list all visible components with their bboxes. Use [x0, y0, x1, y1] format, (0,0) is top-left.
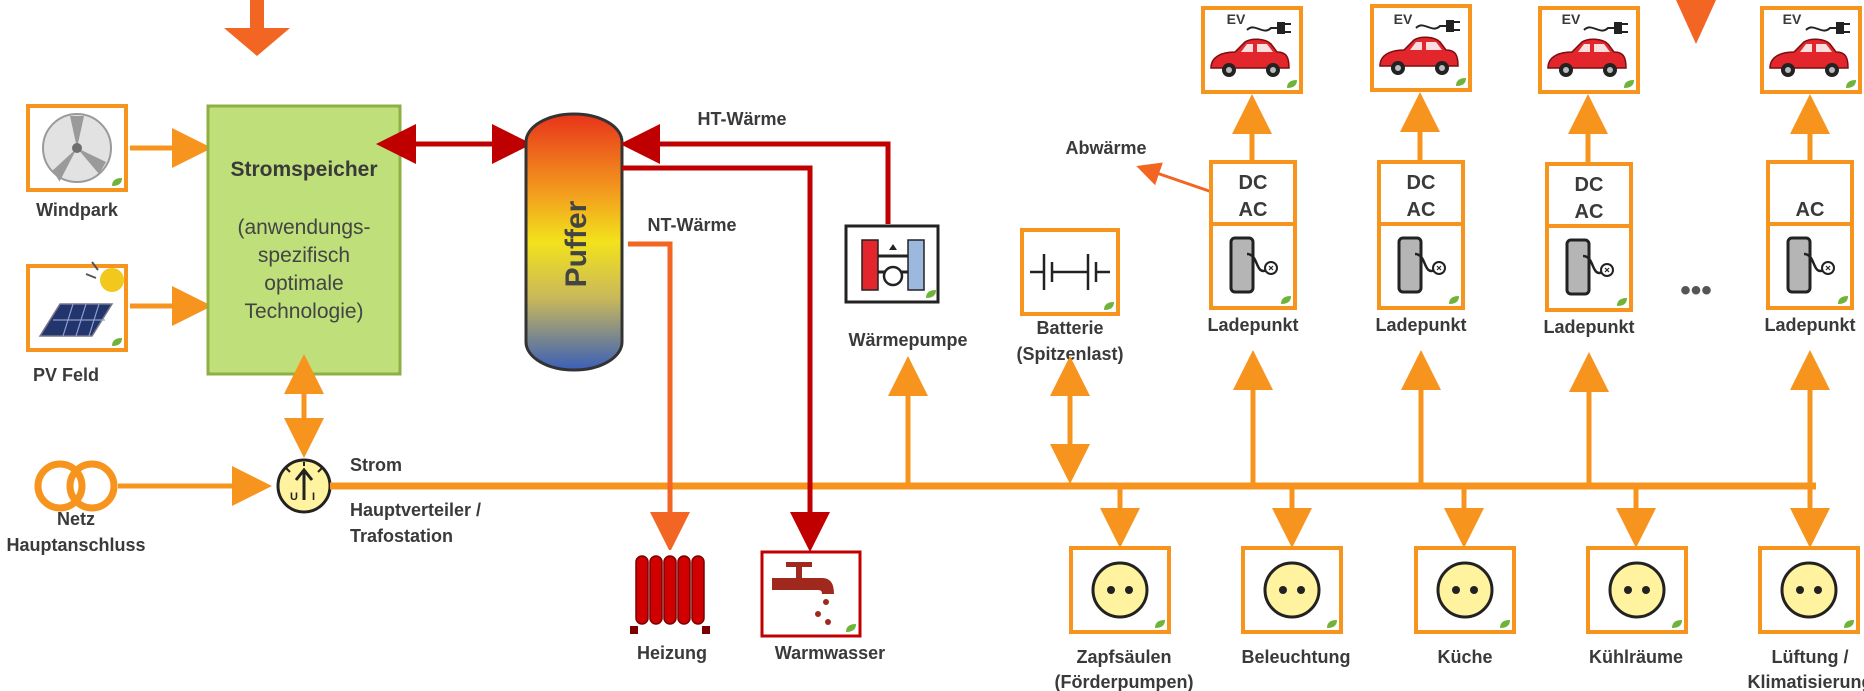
consumer-zapfsaeulen: Zapfsäulen (Förderpumpen): [1055, 489, 1194, 691]
incoming-arrow-left: [224, 0, 290, 56]
ladepunkt-label: Ladepunkt: [1764, 315, 1855, 335]
consumer-label-line2: (Förderpumpen): [1055, 672, 1194, 691]
abwaerme-label: Abwärme: [1065, 138, 1146, 158]
consumer-lueftung: Lüftung / Klimatisierung: [1747, 489, 1864, 691]
consumer-label-line1: Beleuchtung: [1241, 647, 1350, 667]
charging-column-2: EV DC AC Ladepunkt: [1372, 6, 1470, 483]
pv-feld-label: PV Feld: [33, 365, 99, 385]
heatpump-to-puffer-arrow: [620, 124, 891, 224]
consumer-beleuchtung: Beleuchtung: [1241, 489, 1351, 667]
ev-badge: EV: [1227, 11, 1246, 27]
spitzenlast-label: (Spitzenlast): [1016, 344, 1123, 364]
warmwasser-label: Warmwasser: [775, 643, 885, 663]
ht-waerme-label: HT-Wärme: [697, 109, 786, 129]
abwaerme-arrow: [1136, 162, 1213, 194]
converter-line1: DC: [1239, 172, 1268, 194]
converter-line2: AC: [1575, 201, 1604, 223]
converter-line1: DC: [1407, 172, 1436, 194]
charging-station-icon: [1211, 224, 1295, 308]
meter-icon: U I: [276, 458, 332, 514]
charging-column-1: EV DC AC Ladepunkt: [1203, 8, 1301, 483]
power-socket-icon: [1760, 548, 1858, 632]
puffer-tank: Puffer: [524, 112, 624, 372]
power-socket-icon: [1416, 548, 1514, 632]
consumer-label-line1: Küche: [1437, 647, 1492, 667]
converter-line2: AC: [1796, 199, 1825, 221]
incoming-arrow-right: [1676, 0, 1716, 44]
charging-column-4: EV AC Ladepunkt: [1762, 8, 1860, 483]
converter-line2: AC: [1407, 199, 1436, 221]
solar-panel-icon: [26, 261, 128, 352]
electric-car-icon: [1203, 8, 1301, 92]
windpark-label: Windpark: [36, 200, 119, 220]
electric-car-icon: [1762, 8, 1860, 92]
heizung-label: Heizung: [637, 643, 707, 663]
grid-connection-icon: [34, 460, 118, 512]
power-socket-icon: [1243, 548, 1341, 632]
consumer-label-line1: Lüftung /: [1772, 647, 1849, 667]
charging-station-icon: [1768, 224, 1852, 308]
stromspeicher-box: [206, 104, 402, 376]
strom-label: Strom: [350, 455, 402, 475]
ev-badge: EV: [1783, 11, 1802, 27]
power-socket-icon: [1588, 548, 1686, 632]
converter-line2: AC: [1239, 199, 1268, 221]
charging-station-icon: [1547, 226, 1631, 310]
power-socket-icon: [1071, 548, 1169, 632]
ev-badge: EV: [1394, 11, 1413, 27]
ladepunkt-label: Ladepunkt: [1207, 315, 1298, 335]
water-tap-icon: [760, 550, 862, 638]
consumer-label-line1: Zapfsäulen: [1076, 647, 1171, 667]
ladepunkt-label: Ladepunkt: [1543, 317, 1634, 337]
storage-desc-line4: Technologie): [244, 300, 363, 323]
charging-column-3: EV DC AC Ladepunkt: [1540, 8, 1638, 483]
converter-line1: DC: [1575, 174, 1604, 196]
ladepunkt-label: Ladepunkt: [1375, 315, 1466, 335]
ellipsis: •••: [1680, 274, 1712, 307]
consumer-label-line2: Klimatisierung: [1747, 672, 1864, 691]
battery-icon: [1020, 228, 1120, 316]
electric-car-icon: [1372, 6, 1470, 90]
hauptverteiler-label: Hauptverteiler /: [350, 500, 481, 520]
heat-pump-icon: [844, 224, 940, 304]
charging-station-icon: [1379, 224, 1463, 308]
netz-label: Netz: [57, 509, 95, 529]
nt-waerme-label: NT-Wärme: [647, 215, 736, 235]
puffer-label: Puffer: [560, 200, 593, 287]
waermepumpe-label: Wärmepumpe: [848, 330, 967, 350]
consumer-label-line1: Kühlräume: [1589, 647, 1683, 667]
ev-badge: EV: [1562, 11, 1581, 27]
storage-desc-line2: spezifisch: [258, 244, 350, 267]
svg-text:U: U: [290, 491, 298, 503]
batterie-label: Batterie: [1036, 318, 1103, 338]
windpark-icon: [26, 104, 128, 192]
hauptanschluss-label: Hauptanschluss: [6, 535, 145, 555]
storage-desc-line3: optimale: [264, 272, 343, 295]
stromspeicher-title: Stromspeicher: [230, 158, 377, 181]
radiator-icon: [630, 550, 710, 634]
svg-text:I: I: [312, 491, 315, 503]
trafostation-label: Trafostation: [350, 526, 453, 546]
electric-car-icon: [1540, 8, 1638, 92]
converter-box: [1545, 162, 1633, 228]
storage-desc-line1: (anwendungs-: [237, 216, 370, 239]
converter-box: [1209, 160, 1297, 226]
consumer-kueche: Küche: [1416, 489, 1514, 667]
puffer-to-warmwasser-arrow: [622, 165, 830, 552]
consumer-kuehlraeume: Kühlräume: [1588, 489, 1686, 667]
puffer-to-heizung-arrow: [628, 241, 690, 552]
